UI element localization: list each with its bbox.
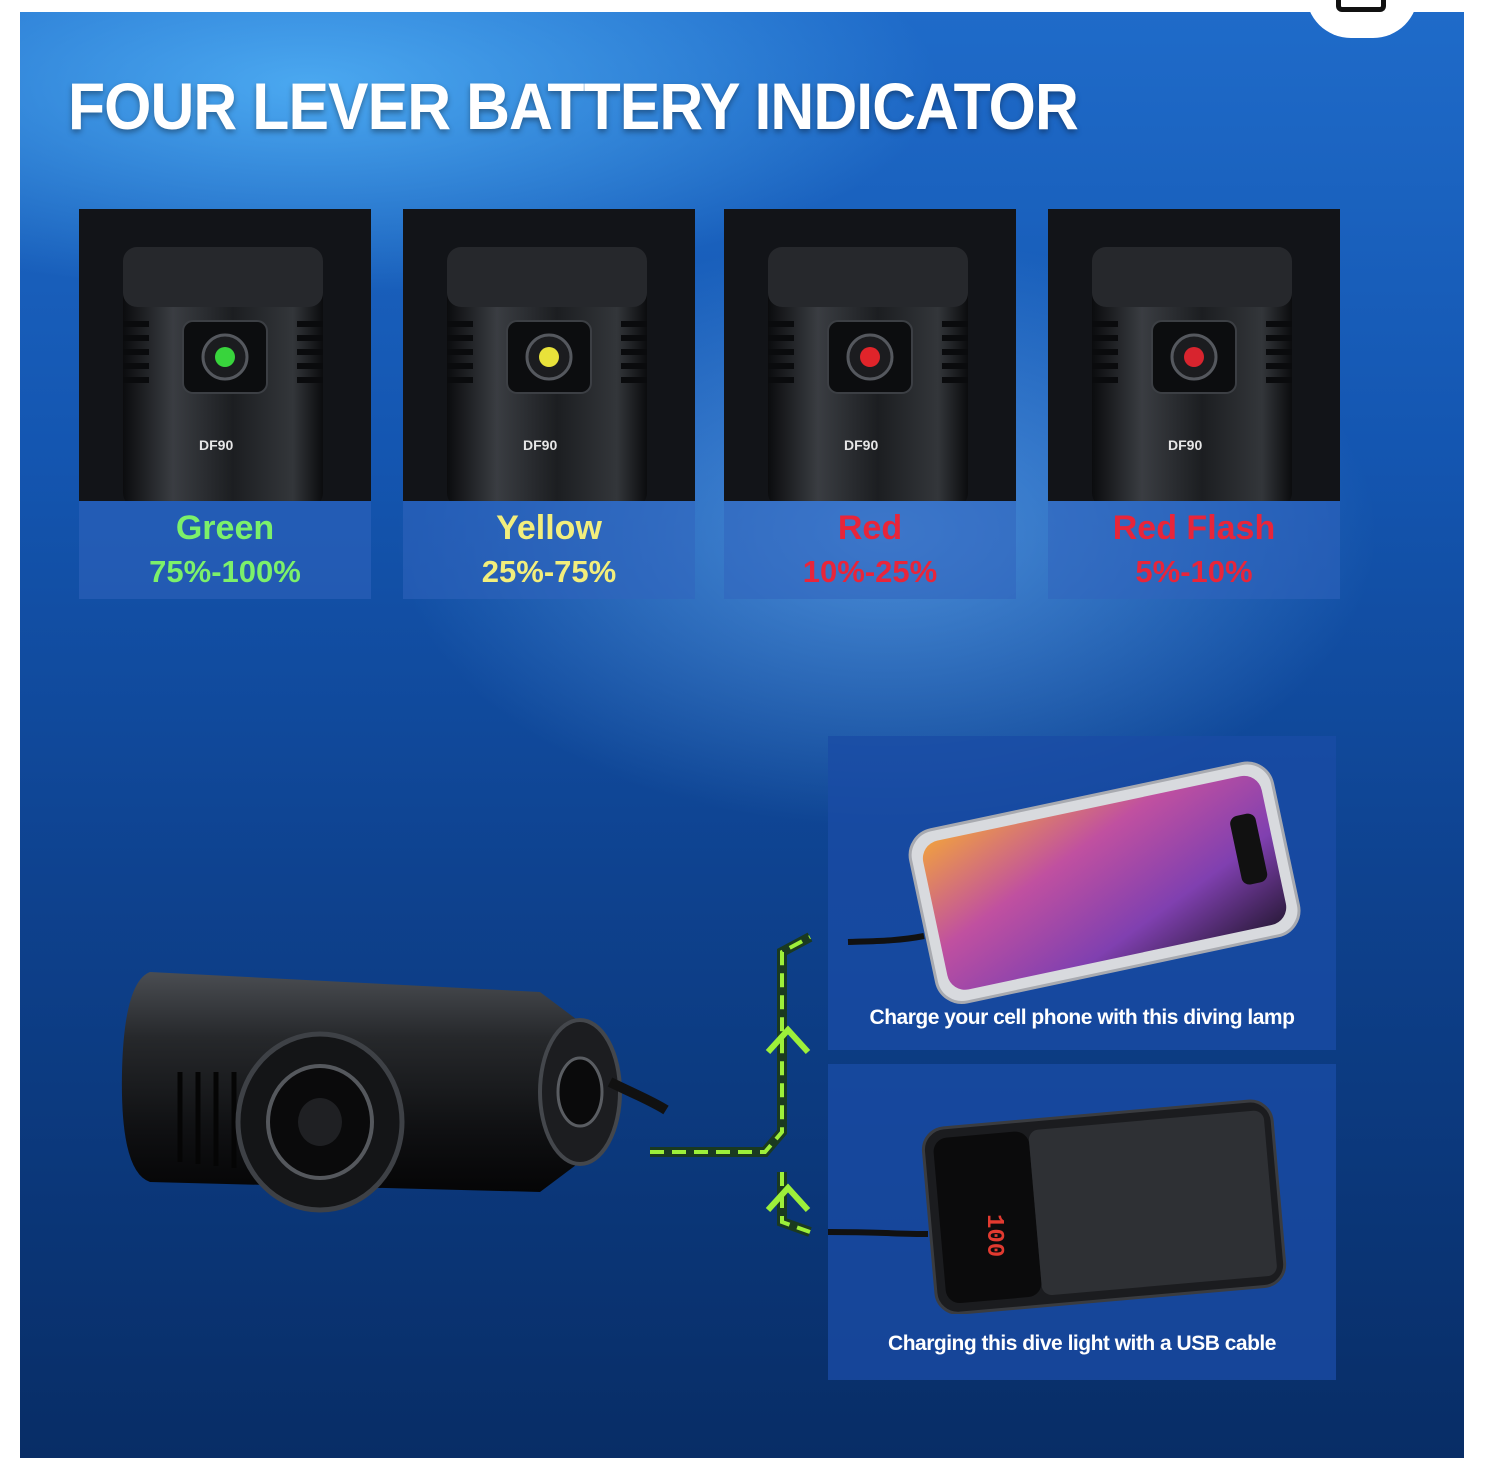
indicator-name: Red Flash: [1112, 509, 1276, 547]
indicator-caption: Green 75%-100%: [79, 501, 371, 599]
brand-label: DF90: [1168, 437, 1203, 453]
indicator-name: Green: [175, 509, 275, 547]
led-indicator: [1184, 347, 1204, 367]
indicator-caption: Red Flash 5%-10%: [1048, 501, 1340, 599]
bank-caption: Charging this dive light with a USB cabl…: [888, 1332, 1276, 1355]
product-poster: FOUR LEVER BATTERY INDICATOR: [20, 12, 1464, 1458]
indicator-caption: Red 10%-25%: [724, 501, 1016, 599]
indicator-caption: Yellow 25%-75%: [403, 501, 695, 599]
up-arrow-icon: [765, 1183, 811, 1213]
up-arrow-icon: [765, 1025, 811, 1055]
indicator-name: Red: [837, 509, 903, 547]
indicator-card-red: DF90 Red 10%-25%: [724, 209, 1016, 599]
brand-label: DF90: [523, 437, 558, 453]
indicator-card-red-flash: DF90 Red Flash 5%-10%: [1048, 209, 1340, 599]
led-indicator: [539, 347, 559, 367]
led-indicator: [215, 347, 235, 367]
flashlight-photo: DF90: [79, 209, 371, 501]
phone-caption: Charge your cell phone with this diving …: [869, 1006, 1295, 1029]
flashlight-photo: DF90: [724, 209, 1016, 501]
flashlight-photo: DF90: [403, 209, 695, 501]
indicator-range: 5%-10%: [1135, 554, 1253, 589]
flashlight-photo: DF90: [1048, 209, 1340, 501]
indicator-range: 10%-25%: [802, 554, 938, 589]
indicator-card-yellow: DF90 Yellow 25%-75%: [403, 209, 695, 599]
indicator-name: Yellow: [496, 509, 602, 547]
power-bank-panel: 100 Charging this dive light with a USB …: [828, 1064, 1336, 1380]
charging-path: [650, 932, 813, 1237]
indicator-card-green: DF90 Green 75%-100%: [79, 209, 371, 599]
brand-label: DF90: [844, 437, 879, 453]
indicator-range: 25%-75%: [481, 554, 617, 589]
brand-label: DF90: [199, 437, 234, 453]
power-bank-display: 100: [980, 1214, 1007, 1257]
poster-title: FOUR LEVER BATTERY INDICATOR: [68, 69, 1079, 143]
dive-light-photo: [121, 972, 669, 1213]
smartphone-illustration: [847, 761, 1301, 1004]
phone-charging-panel: Charge your cell phone with this diving …: [828, 736, 1336, 1050]
power-bank-illustration: 100: [828, 1099, 1287, 1314]
indicator-range: 75%-100%: [149, 554, 301, 589]
led-indicator: [860, 347, 880, 367]
share-icon[interactable]: [1336, 0, 1386, 12]
